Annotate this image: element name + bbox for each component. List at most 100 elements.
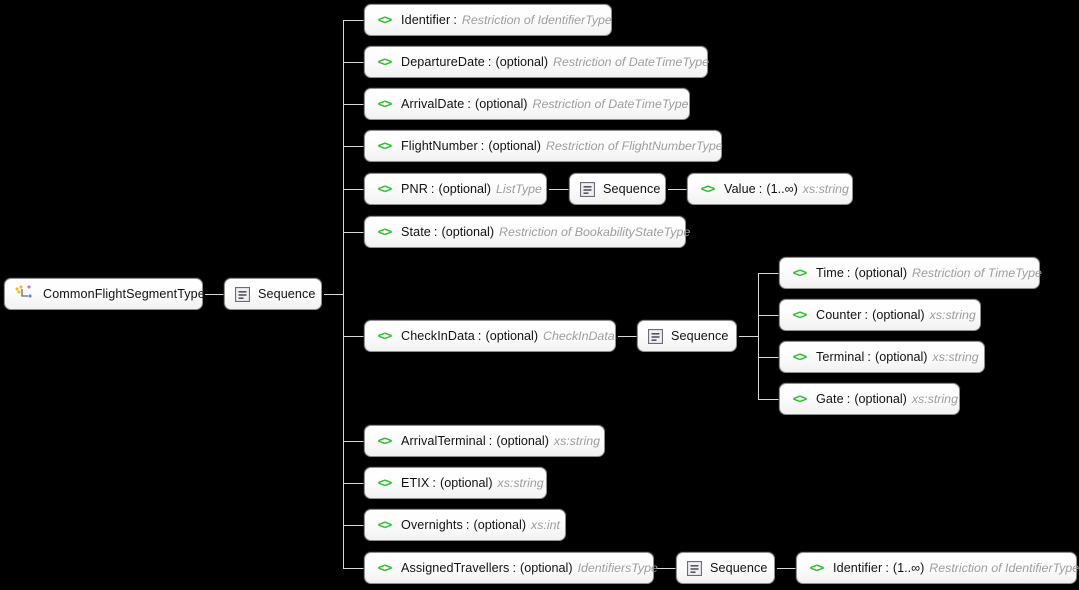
element-occurrence: (optional) [440,476,493,490]
node-checkin-counter[interactable]: <> Counter : (optional) xs:string [779,299,981,331]
connector-stub-assignedtravellers [343,568,364,569]
node-flightnumber[interactable]: <> FlightNumber : (optional) Restriction… [364,130,723,162]
element-type: xs:string [497,476,544,490]
node-state[interactable]: <> State : (optional) Restriction of Boo… [364,216,690,248]
element-separator: : [453,13,457,27]
element-occurrence: (optional) [488,139,541,153]
element-type: xs:string [929,308,976,322]
element-separator: : [846,392,851,406]
element-separator: : [885,561,889,575]
element-separator: : [477,329,482,343]
connector-pnr-sequence-to-value [666,189,687,190]
element-type: Restriction of TimeType [912,266,1042,280]
element-name: Counter [816,308,862,322]
node-departuredate[interactable]: <> DepartureDate : (optional) Restrictio… [364,46,709,78]
node-arrivalterminal[interactable]: <> ArrivalTerminal : (optional) xs:strin… [364,425,605,457]
connector-stub-time [758,273,779,274]
sequence-icon [235,286,250,302]
element-occurrence: (optional) [495,55,549,69]
node-root-sequence[interactable]: Sequence [224,278,322,310]
node-pnr[interactable]: <> PNR : (optional) ListType [364,173,547,205]
element-separator: : [430,182,435,196]
element-name: Overnights [401,518,463,532]
sequence-label: Sequence [710,561,768,575]
element-separator: : [433,225,438,239]
element-separator: : [512,561,517,575]
node-checkin-sequence[interactable]: Sequence [637,320,737,352]
element-type: xs:string [932,350,979,364]
element-icon: <> [377,96,393,112]
element-icon: <> [700,181,716,197]
element-name: FlightNumber [401,139,478,153]
element-icon: <> [792,265,808,281]
element-type: xs:string [802,182,849,196]
element-occurrence: (optional) [441,225,495,239]
root-label: CommonFlightSegmentType [43,287,205,301]
connector-stub-identifier [343,20,364,21]
element-occurrence: (optional) [438,182,492,196]
element-occurrence: (1..∞) [892,561,925,575]
node-pnr-value[interactable]: <> Value : (1..∞) xs:string [687,173,853,205]
sequence-icon [687,560,702,576]
connector-stub-counter [758,315,779,316]
node-travellers-identifier[interactable]: <> Identifier : (1..∞) Restriction of Id… [796,552,1079,584]
connector-checkin-to-sequence [616,336,637,337]
node-etix[interactable]: <> ETIX : (optional) xs:string [364,467,547,499]
connector-pnr-to-sequence [547,189,569,190]
connector-stub-departuredate [343,62,364,63]
connector-stub-arrivaldate [343,104,364,105]
element-name: ArrivalDate [401,97,465,111]
sequence-icon [648,328,663,344]
element-name: Identifier [401,13,451,27]
node-pnr-sequence[interactable]: Sequence [569,173,666,205]
element-icon: <> [377,181,393,197]
node-checkin-gate[interactable]: <> Gate : (optional) xs:string [779,383,960,415]
node-arrivaldate[interactable]: <> ArrivalDate : (optional) Restriction … [364,88,690,120]
node-root-commonflightsegmenttype[interactable]: CommonFlightSegmentType [4,278,205,310]
node-travellers-sequence[interactable]: Sequence [676,552,775,584]
element-icon: <> [377,54,393,70]
element-occurrence: (optional) [872,308,925,322]
element-name: AssignedTravellers [401,561,510,575]
element-name: Value [724,182,756,196]
element-occurrence: (optional) [520,561,573,575]
connector-stub-terminal [758,357,779,358]
node-assignedtravellers[interactable]: <> AssignedTravellers : (optional) Ident… [364,552,658,584]
connector-stub-flightnumber [343,146,364,147]
element-name: CheckInData [401,329,475,343]
element-icon: <> [792,349,808,365]
node-identifier[interactable]: <> Identifier : Restriction of Identifie… [364,4,612,36]
element-separator: : [758,182,763,196]
element-icon: <> [792,391,808,407]
connector-stub-pnr [343,189,364,190]
element-type: xs:string [911,392,958,406]
element-separator: : [867,350,871,364]
element-type: Restriction of FlightNumberType [545,139,723,153]
element-type: ListType [496,182,542,196]
element-icon: <> [377,517,393,533]
connector-stub-state [343,232,364,233]
node-checkindata[interactable]: <> CheckInData : (optional) CheckInData [364,320,616,352]
element-name: PNR [401,182,428,196]
element-separator: : [480,139,485,153]
element-occurrence: (1..∞) [766,182,798,196]
element-type: Restriction of IdentifierType [929,561,1079,575]
element-icon: <> [377,224,393,240]
node-overnights[interactable]: <> Overnights : (optional) xs:int [364,509,566,541]
element-occurrence: (optional) [875,350,928,364]
element-name: Time [816,266,844,280]
node-checkin-time[interactable]: <> Time : (optional) Restriction of Time… [779,257,1042,289]
element-occurrence: (optional) [485,329,539,343]
element-icon: <> [792,307,808,323]
connector-sequence-to-trunk [322,294,344,295]
element-icon: <> [377,433,393,449]
node-checkin-terminal[interactable]: <> Terminal : (optional) xs:string [779,341,985,373]
element-type: xs:string [553,434,601,448]
element-occurrence: (optional) [473,518,527,532]
element-occurrence: (optional) [475,97,528,111]
element-name: Gate [816,392,844,406]
element-name: Identifier [833,561,883,575]
connector-stub-overnights [343,525,364,526]
element-name: ETIX [401,476,430,490]
